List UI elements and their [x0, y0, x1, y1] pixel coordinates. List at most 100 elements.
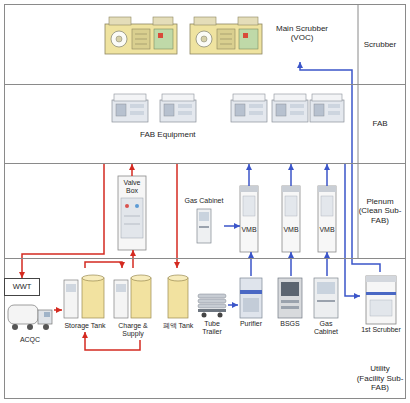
main-scrubber-illustration	[201, 36, 207, 42]
equipment-name: Charge & Supply	[112, 322, 154, 338]
flow-line	[22, 164, 104, 278]
vmb-cabinet	[282, 186, 300, 192]
fab-equipment-illustration	[231, 94, 267, 122]
main-scrubber-illustration	[220, 34, 232, 35]
local-scrubber-icon	[366, 276, 396, 324]
gas-cabinet: Gas Cabinet	[312, 276, 340, 338]
tube-trailer-icon	[198, 294, 226, 318]
equipment-name: WWT	[7, 283, 37, 292]
tank-lorry: ACQC	[6, 300, 54, 346]
fab-equipment-illustration	[112, 100, 148, 122]
storage-tank-icon	[82, 278, 104, 318]
fab-equipment-illustration	[160, 100, 196, 122]
purifier: Purifier	[238, 276, 264, 330]
scrubber-illustration	[116, 36, 122, 42]
scrubber-illustration	[135, 39, 147, 40]
bsgs-icon	[281, 300, 299, 303]
equipment-name: Purifier	[238, 320, 264, 328]
fab-equipment-illustration	[114, 94, 146, 101]
fab-equipment-illustration	[272, 100, 308, 122]
gas-cabinet-icon	[199, 226, 209, 228]
waste-tank-icon	[168, 278, 188, 318]
scrubber-illustration	[111, 31, 127, 47]
zone-band: Utility (Facility Sub-FAB)WWTACQCStorage…	[4, 258, 406, 399]
vmb-cabinet	[282, 186, 300, 252]
local-scrubber-icon	[366, 276, 396, 324]
scrubber-illustration	[105, 24, 177, 54]
main-scrubber-illustration	[196, 31, 212, 47]
zone-heading: Plenum (Clean Sub-FAB)	[356, 197, 404, 225]
equipment-name: Main Scrubber (VOC)	[268, 24, 336, 42]
valve-box-cabinet	[124, 216, 140, 217]
gas-cabinet-icon	[317, 282, 335, 294]
charge-supply-tank-icon	[116, 284, 126, 292]
equipment-name: BSGS	[276, 320, 304, 328]
fab-equipment-illustration	[310, 100, 344, 122]
tank-lorry-icon	[8, 305, 38, 324]
flow-line	[248, 164, 250, 186]
zone-heading: FAB	[356, 119, 404, 128]
storage-tank-icon	[64, 280, 78, 318]
gas-cabinet-icon	[314, 278, 338, 318]
tank-lorry-icon	[8, 305, 52, 330]
fab-equipment-illustration	[249, 104, 263, 108]
fab-equipment-illustration	[160, 94, 196, 122]
scrubber-illustration	[135, 34, 147, 35]
scrubber-illustration	[132, 29, 150, 49]
scrubber-illustration	[158, 33, 163, 38]
tank-lorry-icon	[38, 310, 52, 324]
zone-heading: Utility (Facility Sub-FAB)	[356, 364, 404, 392]
fab-equipment-illustration	[249, 111, 263, 115]
vmb-cabinet	[240, 186, 258, 252]
fab-equipment-illustration	[130, 104, 144, 108]
bsgs-icon	[281, 306, 299, 309]
main-scrubber-illustration	[190, 24, 262, 54]
vmb-cabinet	[282, 186, 300, 252]
bsgs-icon	[281, 282, 299, 296]
main-scrubber-illustration	[217, 29, 235, 49]
scrubber-illustration	[109, 17, 131, 25]
equipment-name: ACQC	[6, 336, 54, 344]
process-box: WWT	[4, 278, 40, 296]
flow-line	[224, 225, 240, 227]
zone-band: FAB	[4, 84, 406, 164]
local-scrubber-icon	[366, 276, 396, 282]
vmb-cabinet: VMB	[318, 186, 336, 252]
fab-equipment-illustration	[178, 104, 192, 108]
fab-equipment-illustration	[130, 111, 144, 115]
vmb-cabinet	[240, 186, 258, 252]
gas-cabinet-icon	[197, 209, 211, 243]
gas-cabinet-icon	[314, 278, 338, 318]
valve-box-cabinet	[125, 204, 129, 208]
bsgs-unit: BSGS	[276, 276, 304, 330]
purifier-icon	[240, 290, 262, 294]
equipment-name: VMB	[318, 226, 336, 234]
gas-cabinet-icon	[317, 300, 335, 302]
fab-equipment-illustration	[231, 100, 267, 122]
scrubber-illustration	[105, 17, 177, 54]
equipment-name: 폐액 Tank	[160, 322, 196, 330]
flow-line	[54, 309, 62, 311]
flow-line	[326, 164, 328, 186]
bsgs-icon	[278, 278, 302, 318]
vmb-cabinet	[318, 186, 336, 192]
storage-tank-icon	[64, 275, 104, 318]
main-scrubber-illustration	[220, 44, 232, 45]
flow-line	[290, 252, 292, 276]
fab-equipment-illustration	[290, 111, 304, 115]
vmb-cabinet	[240, 186, 258, 192]
equipment-name: 1st Scrubber	[360, 326, 402, 334]
tube-trailer-icon	[198, 299, 226, 303]
waste-tank-icon	[168, 275, 188, 318]
valve-box-cabinet	[135, 204, 139, 208]
valve-box: Valve Box	[118, 176, 146, 250]
fab-equipment-illustration	[162, 94, 194, 101]
fab-equipment-illustration	[276, 104, 286, 116]
fab-equipment-illustration	[235, 104, 245, 116]
zone-band: ScrubberMain Scrubber (VOC)	[4, 4, 406, 85]
flow-line	[176, 164, 178, 268]
vmb-cabinet: VMB	[240, 186, 258, 252]
supply-tank: Charge & Supply	[112, 268, 154, 340]
main-scrubber-illustration	[238, 17, 258, 25]
